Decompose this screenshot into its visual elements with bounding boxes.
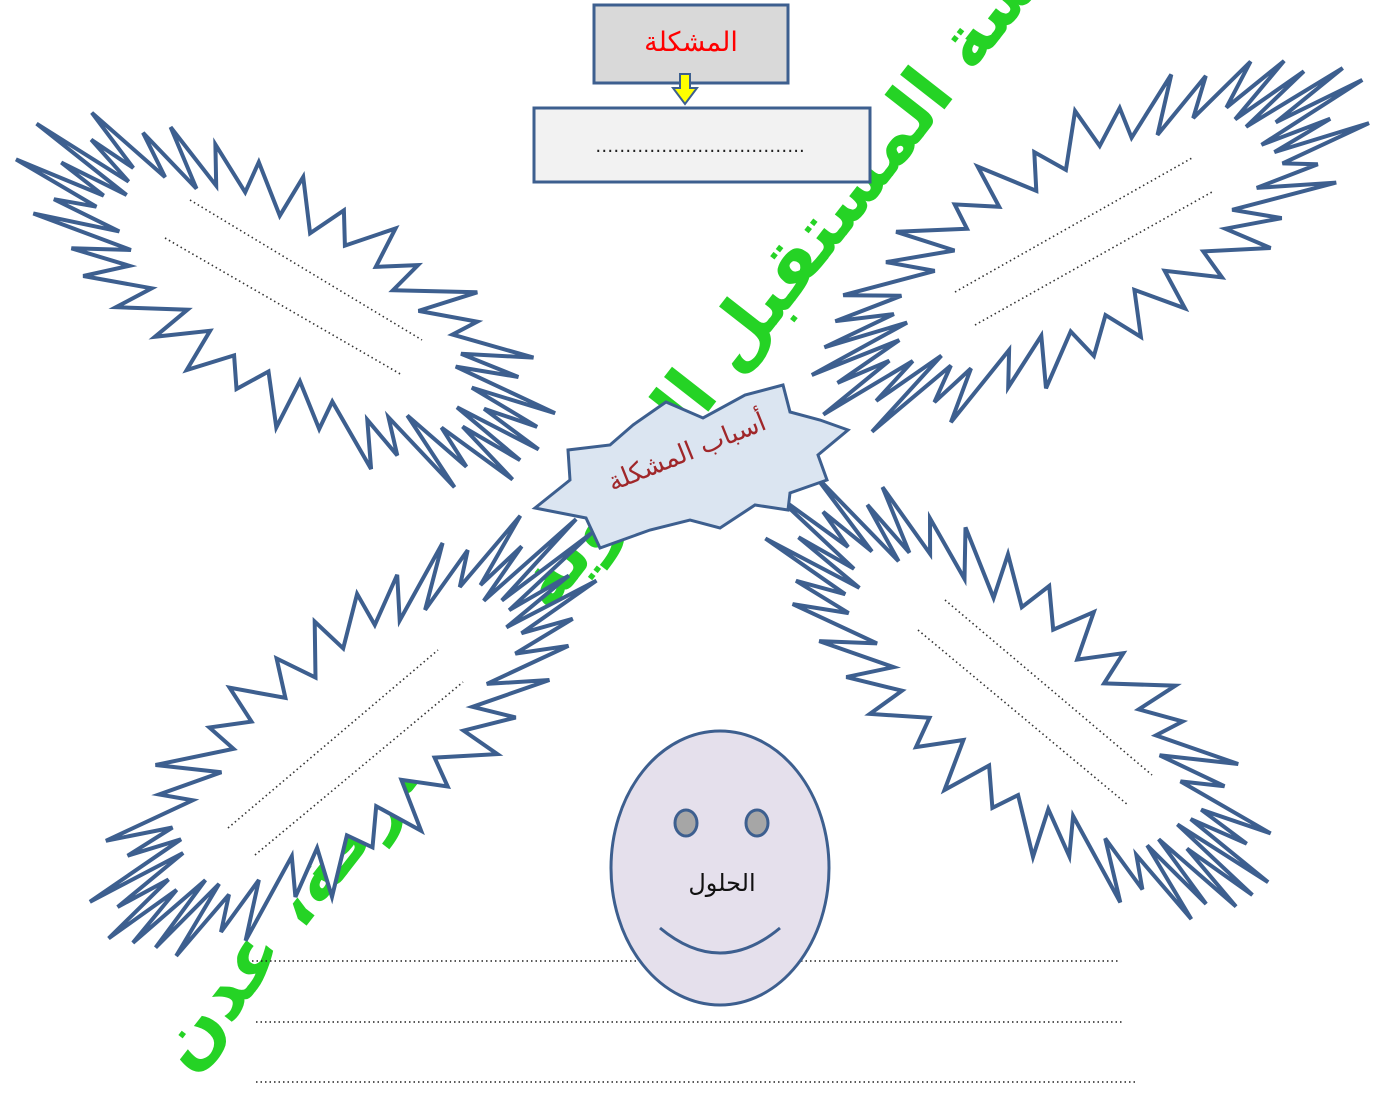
down-arrow-icon	[671, 73, 699, 106]
burst-bottom-left-lines	[227, 649, 464, 856]
solutions-label: الحلول	[688, 869, 755, 897]
cause-burst-top-right	[810, 59, 1370, 434]
burst-top-right-lines	[954, 157, 1213, 326]
answer-line[interactable]	[164, 237, 403, 376]
smile-mouth	[659, 926, 781, 955]
answer-line[interactable]	[254, 681, 464, 856]
problem-title: المشكلة	[644, 27, 738, 58]
cause-burst-bottom-right	[764, 472, 1272, 921]
answer-line[interactable]	[974, 191, 1213, 326]
problem-answer-box[interactable]	[532, 106, 872, 184]
cause-bursts	[14, 59, 1370, 958]
problem-box: المشكلة ……………………………..	[532, 3, 872, 184]
right-eye-icon	[744, 808, 770, 838]
solutions-face: الحلول	[609, 729, 831, 1007]
burst-top-left-lines	[164, 199, 423, 376]
problem-title-box	[592, 3, 790, 85]
answer-line[interactable]	[917, 629, 1129, 806]
left-eye-icon	[673, 808, 699, 838]
answer-line[interactable]	[954, 157, 1193, 293]
causes-star-shape	[531, 383, 851, 550]
face-shape	[609, 729, 831, 1007]
answer-line[interactable]	[944, 599, 1153, 776]
cause-burst-top-left	[14, 111, 556, 489]
burst-bottom-right-lines	[917, 599, 1153, 806]
answer-line[interactable]	[189, 199, 423, 341]
cause-burst-bottom-left	[88, 514, 598, 958]
answer-line[interactable]	[227, 649, 439, 829]
problem-answer-line[interactable]: ……………………………..	[595, 136, 804, 157]
